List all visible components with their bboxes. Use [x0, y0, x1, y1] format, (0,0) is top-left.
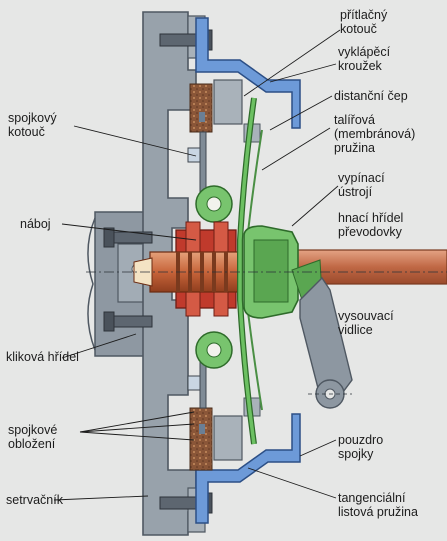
label-release-ring: vyklápěcí kroužek: [338, 45, 391, 73]
label-flywheel: setrvačník: [6, 493, 63, 507]
label-clutch-housing: pouzdro spojky: [338, 433, 384, 461]
label-diaphragm-spring: talířová (membránová) pružina: [334, 113, 416, 155]
label-clutch-disc: spojkový kotouč: [8, 111, 57, 139]
clutch-linings-part: [189, 83, 213, 471]
label-pressure-plate: přítlačný kotouč: [340, 8, 388, 36]
clutch-cover: [195, 17, 301, 524]
leader-lines: [53, 29, 341, 501]
label-tangential-spring: tangenciální listová pružina: [338, 491, 418, 519]
diaphragm-spring-part: [237, 97, 263, 445]
label-hub: náboj: [20, 217, 51, 231]
label-crankshaft: kliková hřídel: [6, 350, 79, 364]
label-spacer-pin: distanční čep: [334, 89, 408, 103]
label-release-fork: vysouvací vidlice: [338, 309, 394, 337]
label-release-mechanism: vypínací ústrojí: [338, 171, 385, 199]
label-clutch-linings: spojkové obložení: [8, 423, 58, 451]
damper-springs: [195, 185, 233, 369]
label-gearbox-shaft: hnací hřídel převodovky: [338, 211, 404, 239]
release-fork-part: [299, 276, 353, 409]
